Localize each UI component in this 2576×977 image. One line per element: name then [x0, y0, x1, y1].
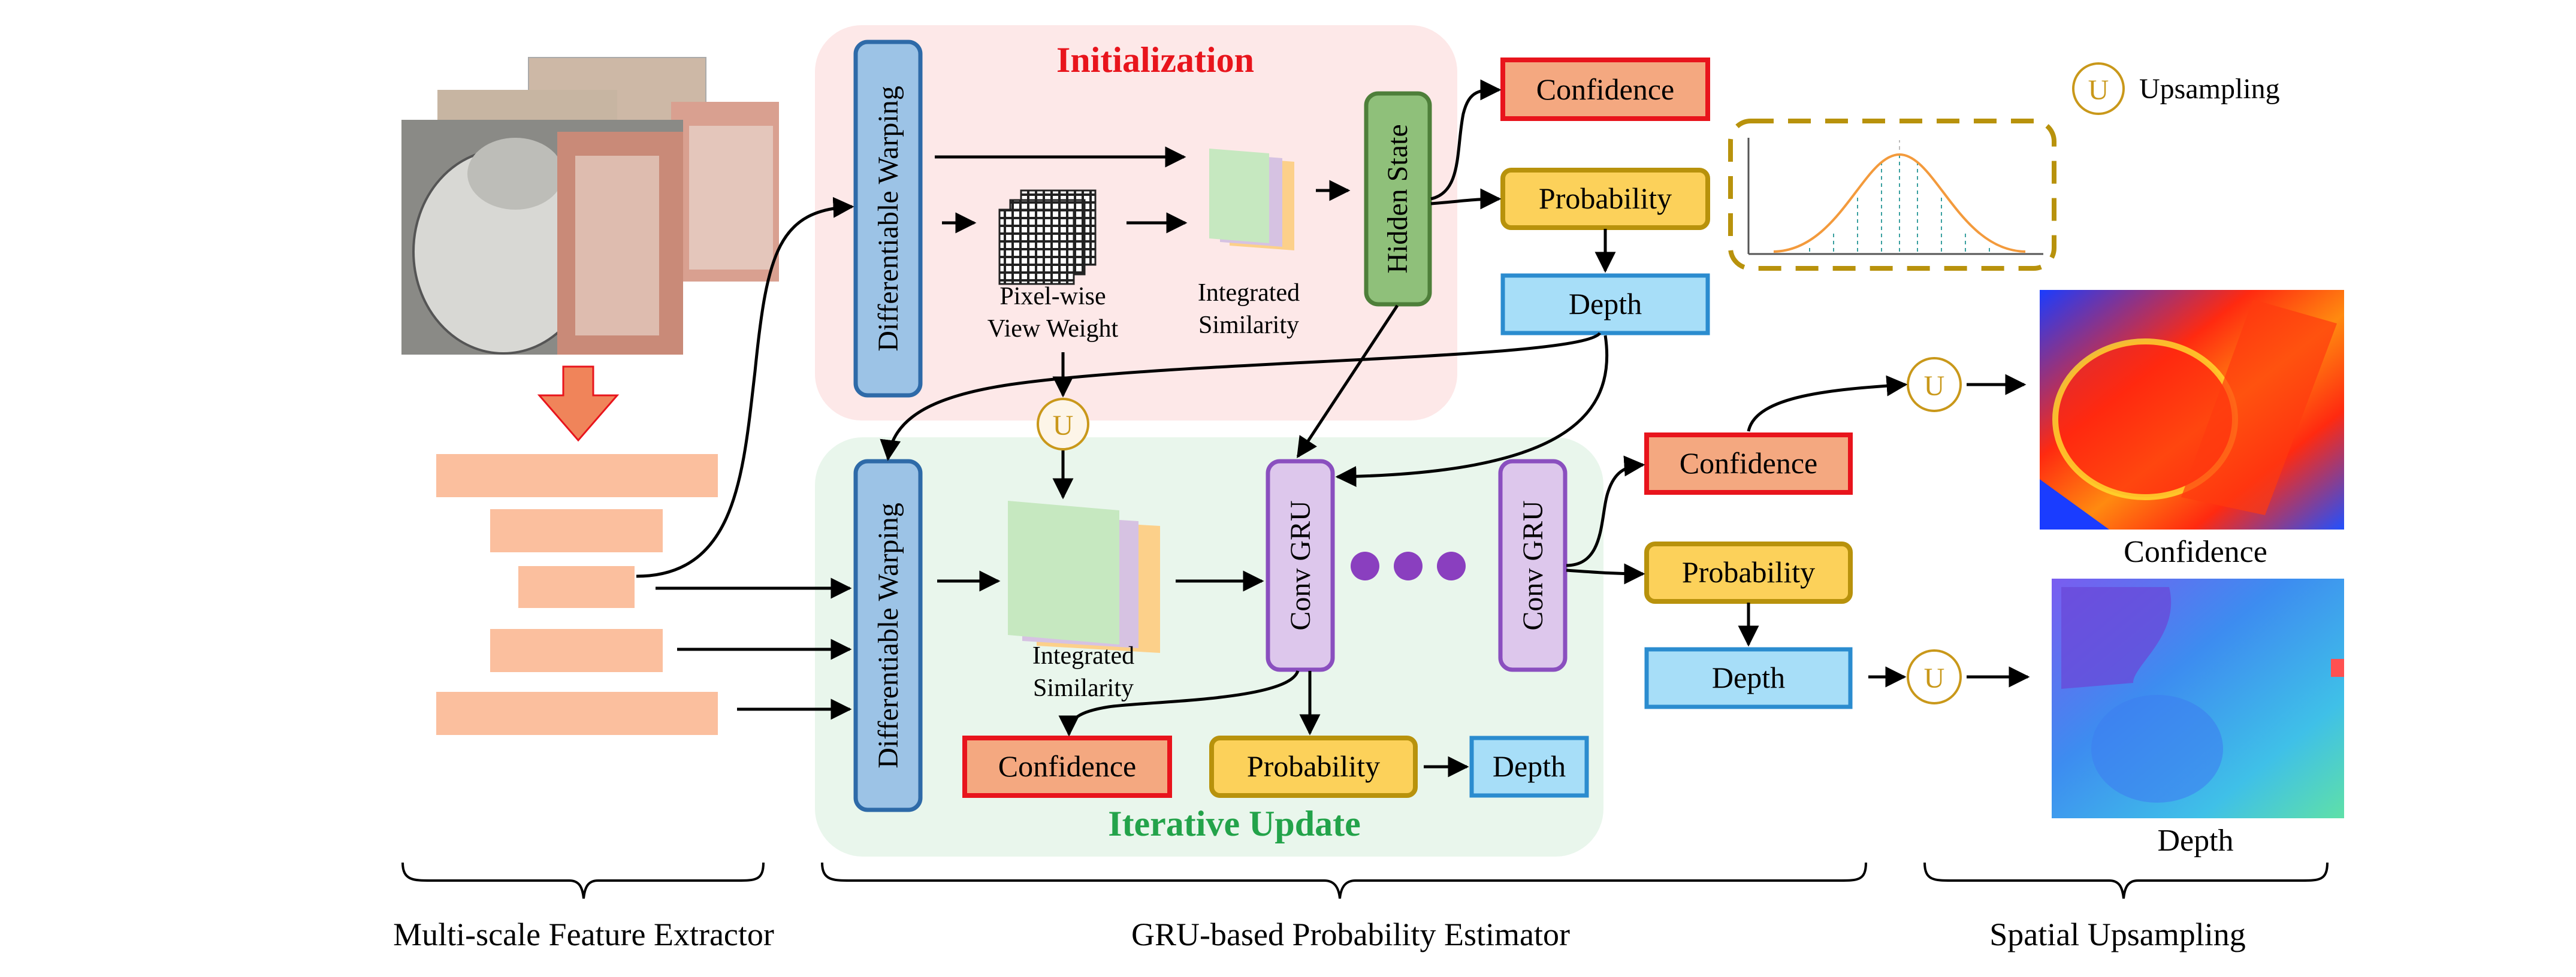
legend-upsample-icon	[2072, 62, 2125, 115]
legend-upsample-symbol: U	[2088, 74, 2109, 106]
init-confidence-label: Confidence	[1536, 72, 1674, 106]
pixel-weight-label-line1: Pixel-wise	[999, 283, 1106, 310]
section-label-estimator: GRU-based Probability Estimator	[1131, 916, 1570, 952]
feature-bar-3	[518, 566, 635, 608]
iter-warping-label: Differentiable Warping	[872, 503, 904, 769]
confidence-map-image	[2040, 290, 2344, 530]
init-similarity-label-line1: Integrated	[1198, 279, 1300, 307]
brace-upsampling	[1923, 862, 2329, 899]
iter-similarity-label-line1: Integrated	[1032, 642, 1134, 670]
init-upsample-symbol: U	[1053, 410, 1074, 441]
final-depth-box: Depth	[1644, 647, 1853, 709]
hidden-state-block: Hidden State	[1364, 91, 1432, 307]
iter-probability-label: Probability	[1247, 749, 1380, 783]
section-label-upsampling: Spatial Upsampling	[1989, 916, 2245, 952]
arrow-gru-to-iter-confidence	[1058, 670, 1300, 737]
final-confidence-box: Confidence	[1644, 432, 1853, 495]
pixel-weight-label-line2: View Weight	[987, 315, 1119, 343]
init-upsample-icon	[1037, 398, 1089, 450]
feature-bar-1	[436, 454, 718, 497]
connector-arrows	[636, 79, 2030, 778]
init-similarity-label-line2: Similarity	[1198, 311, 1299, 339]
distribution-inset	[1728, 119, 2056, 271]
depth-map-caption: Depth	[2157, 824, 2233, 858]
section-braces	[401, 862, 2329, 899]
iterative-update-title: Iterative Update	[1108, 804, 1361, 843]
iter-confidence-box: Confidence	[962, 736, 1172, 798]
final-probability-label: Probability	[1682, 555, 1815, 589]
arrow-final-confidence-to-upsample	[1747, 375, 1908, 432]
final-depth-label: Depth	[1712, 661, 1785, 694]
init-depth-label: Depth	[1569, 287, 1642, 320]
init-probability-label: Probability	[1539, 182, 1672, 215]
hidden-state-label: Hidden State	[1382, 124, 1414, 273]
depth-upsample-icon	[1907, 649, 1962, 704]
arrow-hidden-to-gru	[1296, 304, 1399, 458]
iter-similarity-label-line2: Similarity	[1033, 674, 1134, 702]
confidence-map-caption: Confidence	[2124, 535, 2267, 569]
pixel-wise-weight-grid	[998, 189, 1097, 285]
init-integrated-similarity-volume	[1209, 149, 1294, 250]
init-confidence-box: Confidence	[1500, 58, 1710, 121]
init-warping-block: Differentiable Warping	[853, 40, 923, 398]
feature-bar-2	[490, 509, 663, 552]
legend-upsample-label: Upsampling	[2139, 73, 2280, 105]
input-images	[401, 57, 779, 355]
arrow-hidden-to-probability	[1430, 188, 1502, 210]
init-depth-box: Depth	[1500, 273, 1710, 335]
brace-extractor	[401, 862, 765, 899]
section-label-extractor: Multi-scale Feature Extractor	[393, 916, 774, 952]
arrow-init-depth-to-iter-warp	[880, 332, 1602, 461]
iteration-ellipsis-dots	[1351, 552, 1466, 580]
confidence-upsample-icon	[1907, 357, 1962, 412]
iter-confidence-label: Confidence	[998, 749, 1136, 783]
iter-integrated-similarity-volume	[1008, 501, 1160, 653]
conv-gru-2-label: Conv GRU	[1517, 500, 1549, 630]
conv-gru-1-label: Conv GRU	[1285, 500, 1316, 630]
final-confidence-label: Confidence	[1680, 446, 1817, 480]
arrow-gru2-to-final-confidence	[1566, 455, 1645, 567]
final-probability-box: Probability	[1644, 542, 1853, 604]
arrow-feature-to-init-warp	[636, 196, 854, 578]
depth-map-image	[2052, 579, 2344, 818]
conv-gru-block-1: Conv GRU	[1266, 459, 1335, 672]
brace-estimator	[821, 862, 1867, 899]
iter-depth-box: Depth	[1469, 736, 1589, 798]
depth-upsample-symbol: U	[1924, 663, 1945, 694]
init-probability-box: Probability	[1500, 168, 1710, 230]
arrow-init-depth-to-gru	[1335, 335, 1609, 487]
arrow-gru2-to-final-probability	[1566, 563, 1645, 585]
initialization-title: Initialization	[1056, 40, 1254, 80]
confidence-upsample-symbol: U	[1924, 370, 1945, 402]
feature-bar-4	[490, 629, 663, 672]
init-warping-label: Differentiable Warping	[872, 86, 904, 352]
extractor-down-arrow	[537, 365, 620, 442]
iter-warping-block: Differentiable Warping	[853, 459, 923, 812]
arrow-hidden-to-confidence	[1430, 79, 1502, 201]
iter-probability-box: Probability	[1209, 736, 1418, 798]
iter-depth-label: Depth	[1493, 749, 1566, 783]
feature-bar-5	[436, 692, 718, 735]
conv-gru-block-2: Conv GRU	[1498, 459, 1568, 672]
